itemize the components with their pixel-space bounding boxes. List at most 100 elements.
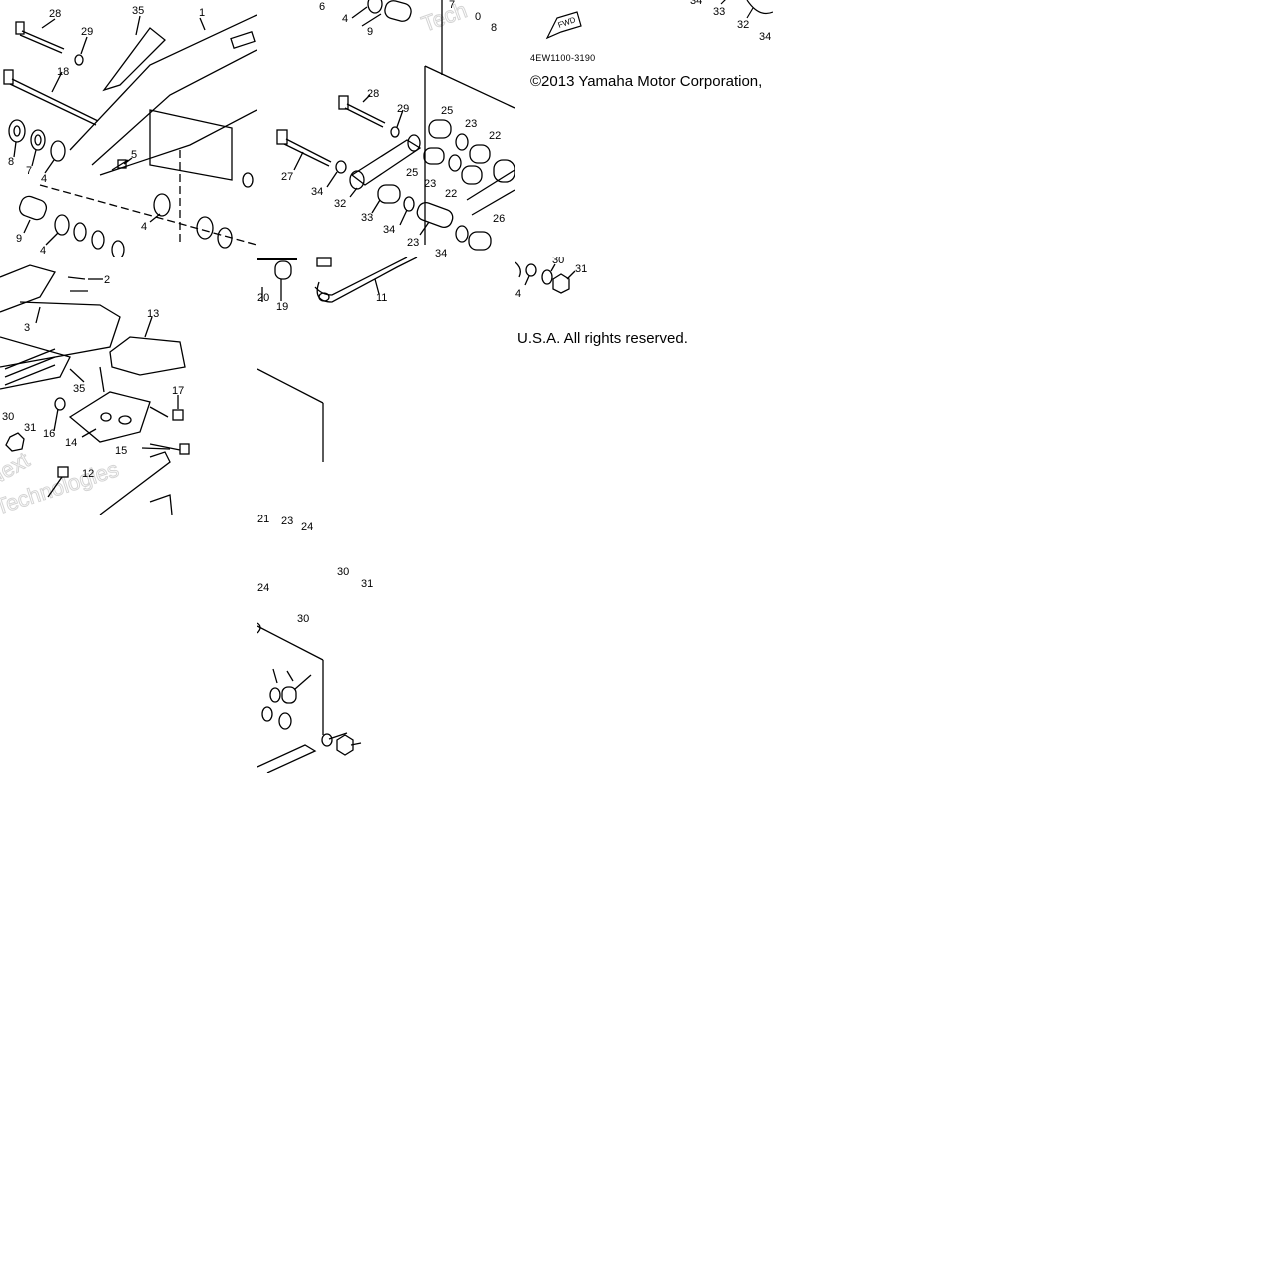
callout-19: 19 (276, 301, 288, 313)
pivot-bolt-shaft-edge (9, 83, 97, 126)
washer (525, 263, 537, 277)
bolt-head (338, 95, 349, 110)
swingarm-arm (69, 14, 257, 166)
callout-9: 9 (367, 26, 373, 38)
callout-34b: 34 (759, 31, 771, 43)
link-arm (350, 139, 422, 186)
callout-23b: 23 (424, 178, 436, 190)
callout-14: 14 (65, 437, 77, 449)
bolt-shaft (21, 30, 65, 50)
diagram-tile-hardware: 30 4 31 (515, 257, 773, 515)
callout-12: 12 (82, 468, 94, 480)
callout-24b: 24 (257, 582, 269, 594)
bushing (50, 140, 66, 162)
bolt-shaft-edge (19, 34, 63, 54)
diagram-tile-linkage: Tech (257, 0, 515, 257)
relay-arm (466, 169, 515, 216)
rear-arm (99, 451, 171, 515)
callout-31: 31 (24, 422, 36, 434)
callout-13: 13 (147, 308, 159, 320)
linkage-drawing: Tech (276, 0, 515, 257)
nut (5, 432, 25, 452)
diagram-tile-chain-guide: Next Technologies (0, 257, 257, 515)
collar (384, 0, 412, 22)
chain-guard (102, 27, 166, 92)
callout-35: 35 (132, 5, 144, 17)
callout-6: 6 (319, 1, 325, 13)
relay-hardware-labels (257, 622, 362, 773)
callout-17: 17 (172, 385, 184, 397)
callout-34b: 34 (383, 224, 395, 236)
callout-7: 7 (26, 165, 32, 177)
callout-35: 35 (73, 383, 85, 395)
callout-33: 33 (361, 212, 373, 224)
callout-28: 28 (49, 8, 61, 20)
header-drawing: FWD 34 33 32 34 (545, 0, 773, 43)
callout-22b: 22 (445, 188, 457, 200)
washer (74, 54, 84, 66)
nut (552, 273, 570, 294)
callout-21: 21 (257, 515, 269, 525)
callout-34: 34 (690, 0, 702, 7)
callout-26: 23 (407, 237, 419, 249)
callout-4c: 4 (40, 245, 46, 257)
callout-3: 3 (24, 322, 30, 334)
relay-callouts: 21 23 24 24 30 31 30 (257, 515, 373, 625)
callout-16: 16 (43, 428, 55, 440)
callout-34c: 34 (435, 248, 447, 257)
pivot-bolt-shaft (11, 78, 99, 122)
part-edge (746, 0, 773, 15)
callout-15: 15 (115, 445, 127, 457)
swingarm-body (0, 301, 121, 368)
hardware-drawing: 30 4 31 (515, 257, 587, 300)
bushing (274, 260, 292, 280)
bolt-head (15, 21, 25, 35)
callout-29: 29 (397, 103, 409, 115)
callout-33: 33 (713, 6, 725, 18)
washer (541, 269, 553, 285)
callout-4b: 4 (141, 221, 147, 233)
callout-2: 2 (104, 274, 110, 286)
callout-18: 18 (57, 66, 69, 78)
callout-9: 9 (16, 233, 22, 245)
copyright-line-1: ©2013 Yamaha Motor Corporation, (530, 73, 763, 90)
callout-20: 20 (257, 292, 269, 304)
collar (18, 195, 48, 221)
callout-7: 7 (449, 0, 455, 11)
diagram-tile-header: FWD 34 33 32 34 (515, 0, 773, 257)
callout-25b: 25 (406, 167, 418, 179)
callout-30b: 30 (297, 613, 309, 625)
callout-28: 28 (367, 88, 379, 100)
callout-32: 32 (334, 198, 346, 210)
callout-34: 34 (311, 186, 323, 198)
diagram-code: 4EW1100-3190 (530, 53, 596, 63)
bearing (8, 119, 26, 143)
callout-31: 31 (575, 263, 587, 275)
fwd-arrow-icon (545, 11, 582, 40)
callout-5: 5 (131, 149, 137, 161)
callout-27: 27 (281, 171, 293, 183)
watermark-text: Tech (418, 0, 470, 37)
callout-30: 30 (337, 566, 349, 578)
callout-23: 23 (465, 118, 477, 130)
callout-25: 25 (441, 105, 453, 117)
bushing (428, 119, 452, 139)
callout-1: 1 (199, 7, 205, 19)
diagram-tile-relay-hardware: 21 23 24 24 30 31 30 (257, 515, 515, 773)
chain-guide (68, 391, 151, 443)
callout-10: 0 (475, 11, 481, 23)
callout-30: 30 (2, 411, 14, 423)
pivot-bolt-head (3, 69, 14, 85)
callout-22: 22 (489, 130, 501, 142)
seal (30, 129, 46, 151)
swingarm-slot (230, 31, 256, 49)
callout-24: 24 (301, 521, 313, 533)
callout-31: 31 (361, 578, 373, 590)
callout-4: 4 (41, 173, 47, 185)
callout-8: 8 (491, 22, 497, 34)
washer (390, 126, 400, 138)
callout-23c: 26 (493, 213, 505, 225)
callout-30: 30 (552, 257, 564, 266)
callout-32: 32 (737, 19, 749, 31)
callout-8: 8 (8, 156, 14, 168)
